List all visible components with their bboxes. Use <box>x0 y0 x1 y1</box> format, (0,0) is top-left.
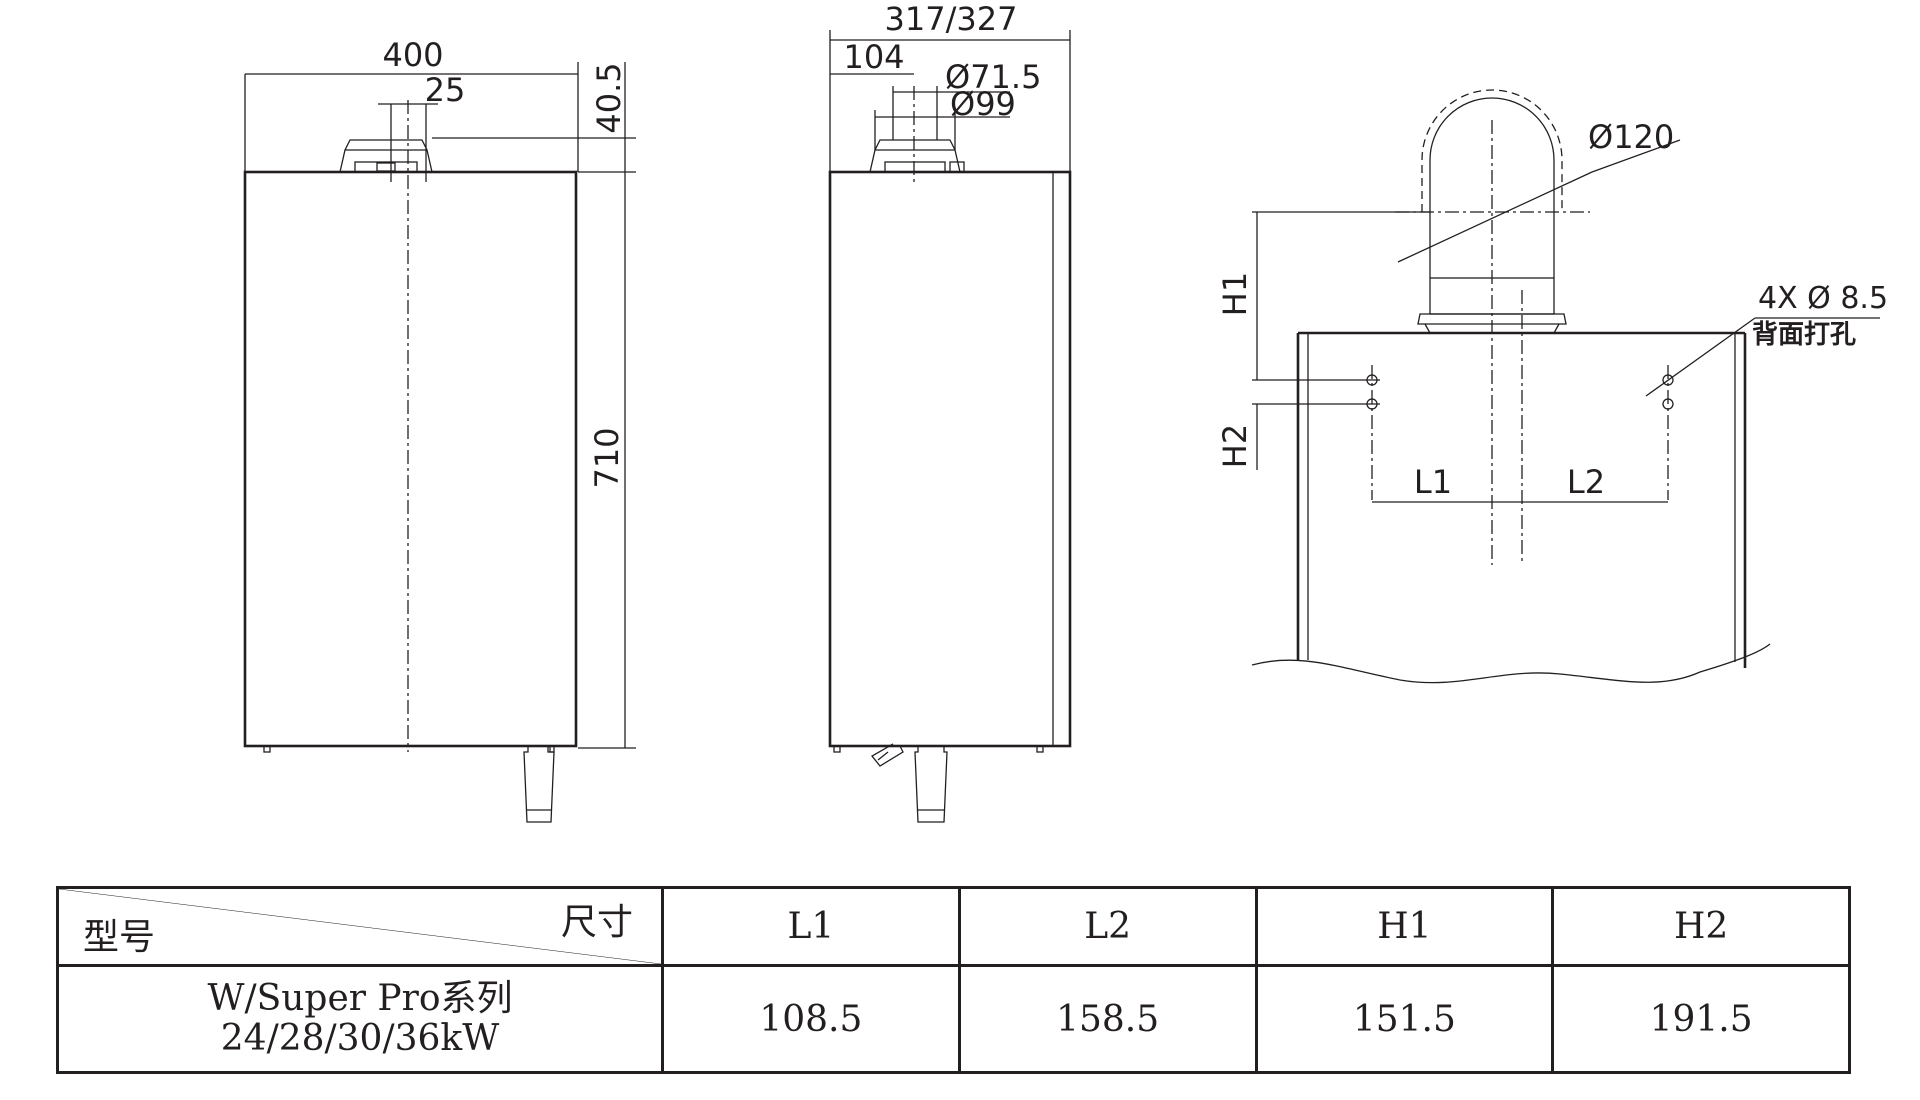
column-header-h1: H1 <box>1254 886 1555 967</box>
table-row: W/Super Pro系列 24/28/30/36kW 108.5 158.5 … <box>56 964 1851 1074</box>
front-pipe <box>523 746 555 823</box>
column-header-h2: H2 <box>1551 886 1851 967</box>
mounting-holes <box>1366 365 1674 500</box>
dim-d99: Ø99 <box>950 85 1016 123</box>
value-l2: 158.5 <box>957 964 1258 1074</box>
dim-317-327: 317/327 <box>885 0 1018 38</box>
front-body <box>243 170 578 748</box>
side-outlet <box>869 139 961 173</box>
model-line1: W/Super Pro系列 <box>207 978 513 1019</box>
corner-model-label: 型号 <box>83 917 156 958</box>
corner-diagonal <box>59 889 661 964</box>
dim-710: 710 <box>588 427 626 488</box>
column-header-l1: L1 <box>661 886 961 967</box>
back-view: Ø120 4X Ø 8.5 背面打孔 H1 H2 L1 L2 <box>1216 89 1888 684</box>
front-outlet <box>339 139 433 173</box>
value-h2: 191.5 <box>1551 964 1851 1074</box>
dim-d71-5: Ø71.5 <box>945 58 1041 96</box>
side-valve <box>871 743 904 767</box>
technical-drawing: 400 25 40.5 710 31 <box>243 0 1888 823</box>
corner-size-label: 尺寸 <box>560 902 633 943</box>
holes-note: 背面打孔 <box>1752 320 1856 350</box>
dim-400: 400 <box>382 36 443 74</box>
model-cell: W/Super Pro系列 24/28/30/36kW <box>56 964 664 1074</box>
dim-l1: L1 <box>1414 463 1452 501</box>
side-body <box>828 170 1072 748</box>
side-view: 317/327 104 Ø71.5 Ø99 <box>828 0 1072 823</box>
model-line2: 24/28/30/36kW <box>220 1018 500 1059</box>
break-line <box>1251 643 1771 684</box>
holes-label: 4X Ø 8.5 <box>1758 281 1888 316</box>
dim-d120: Ø120 <box>1588 118 1674 156</box>
table-header-row: 尺寸 型号 L1 L2 H1 H2 <box>56 886 1851 967</box>
dim-104: 104 <box>843 38 904 76</box>
value-l1: 108.5 <box>661 964 961 1074</box>
front-view: 400 25 40.5 710 <box>243 36 636 823</box>
side-pipe <box>914 746 948 823</box>
corner-cell: 尺寸 型号 <box>56 886 664 967</box>
flue-bend <box>1429 97 1555 212</box>
dim-h1: H1 <box>1216 272 1254 316</box>
dim-40-5: 40.5 <box>590 62 628 133</box>
dim-h2: H2 <box>1216 424 1254 468</box>
value-h1: 151.5 <box>1254 964 1555 1074</box>
dim-l2: L2 <box>1567 463 1605 501</box>
dimension-table: 尺寸 型号 L1 L2 H1 H2 W/Super Pro系列 24/28/30… <box>56 886 1851 1074</box>
dim-25: 25 <box>425 71 466 109</box>
column-header-l2: L2 <box>957 886 1258 967</box>
